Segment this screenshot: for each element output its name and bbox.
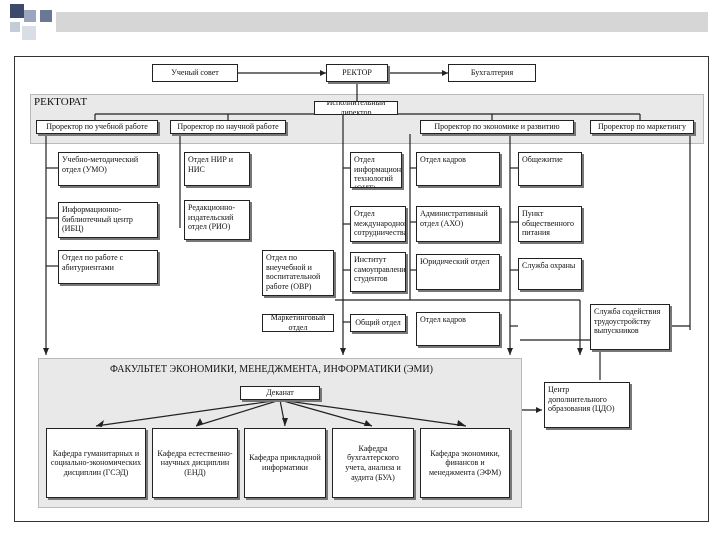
alumni-box: Отдел по работе с абитуриентами xyxy=(58,250,158,284)
faculty-title: ФАКУЛЬТЕТ ЭКОНОМИКИ, МЕНЕДЖМЕНТА, ИНФОРМ… xyxy=(110,364,433,375)
vp-economics-box: Проректор по экономике и развитию xyxy=(420,120,574,134)
continuing-ed-box: Центр дополнительного образования (ЦДО) xyxy=(544,382,630,428)
dept-box-5: Кафедра экономики, финансов и менеджмент… xyxy=(420,428,510,498)
rio-box: Редакционно-издательский отдел (РИО) xyxy=(184,200,250,240)
vp-research-box: Проректор по научной работе xyxy=(170,120,286,134)
decor-square-3 xyxy=(10,22,20,32)
dean-box: Деканат xyxy=(240,386,320,400)
employment-box: Служба содействия трудоустройству выпуск… xyxy=(590,304,670,350)
cooperation-box: Отдел международного сотрудничества xyxy=(350,206,406,242)
admin-box: Административный отдел (АХО) xyxy=(416,206,500,242)
nir-box: Отдел НИР и НИС xyxy=(184,152,250,186)
rector-box: РЕКТОР xyxy=(326,64,388,82)
dept-box-1: Кафедра гуманитарных и социально-экономи… xyxy=(46,428,146,498)
header-bar xyxy=(56,12,708,32)
decor-square-5 xyxy=(40,10,52,22)
dept-box-2: Кафедра естественно-научных дисциплин (Е… xyxy=(152,428,238,498)
accounting-box: Бухгалтерия xyxy=(448,64,536,82)
vp-academic-box: Проректор по учебной работе xyxy=(36,120,158,134)
catering-box: Пункт общественного питания xyxy=(518,206,582,242)
security-box: Служба охраны xyxy=(518,258,582,290)
academic-council-box: Ученый совет xyxy=(152,64,238,82)
general-box: Общий отдел xyxy=(350,314,406,332)
diagram-frame xyxy=(14,56,709,522)
decor-square-2 xyxy=(24,10,36,22)
hr-box: Отдел кадров xyxy=(416,152,500,186)
dept-box-4: Кафедра бухгалтерского учета, анализа и … xyxy=(332,428,414,498)
decor-square-1 xyxy=(10,4,24,18)
general-dept-box: Маркетинговый отдел xyxy=(262,314,334,332)
student-council-box: Институт самоуправления студентов xyxy=(350,252,406,292)
decor-square-4 xyxy=(22,26,36,40)
vr-box: Отдел по внеучебной и воспитательной раб… xyxy=(262,250,334,296)
staff-box: Отдел кадров xyxy=(416,312,500,346)
legal-box: Юридический отдел xyxy=(416,254,500,290)
dormitory-box: Общежитие xyxy=(518,152,582,186)
it-box: Отдел информационных технологий (ОИТ) xyxy=(350,152,402,188)
dept-box-3: Кафедра прикладной информатики xyxy=(244,428,326,498)
iic-box: Информационно-библиотечный центр (ИБЦ) xyxy=(58,202,158,238)
executive-director-box: Исполнительный директор xyxy=(314,101,398,115)
vp-marketing-box: Проректор по маркетингу xyxy=(590,120,694,134)
rectorate-title: РЕКТОРАТ xyxy=(34,96,88,108)
umo-box: Учебно-методический отдел (УМО) xyxy=(58,152,158,186)
